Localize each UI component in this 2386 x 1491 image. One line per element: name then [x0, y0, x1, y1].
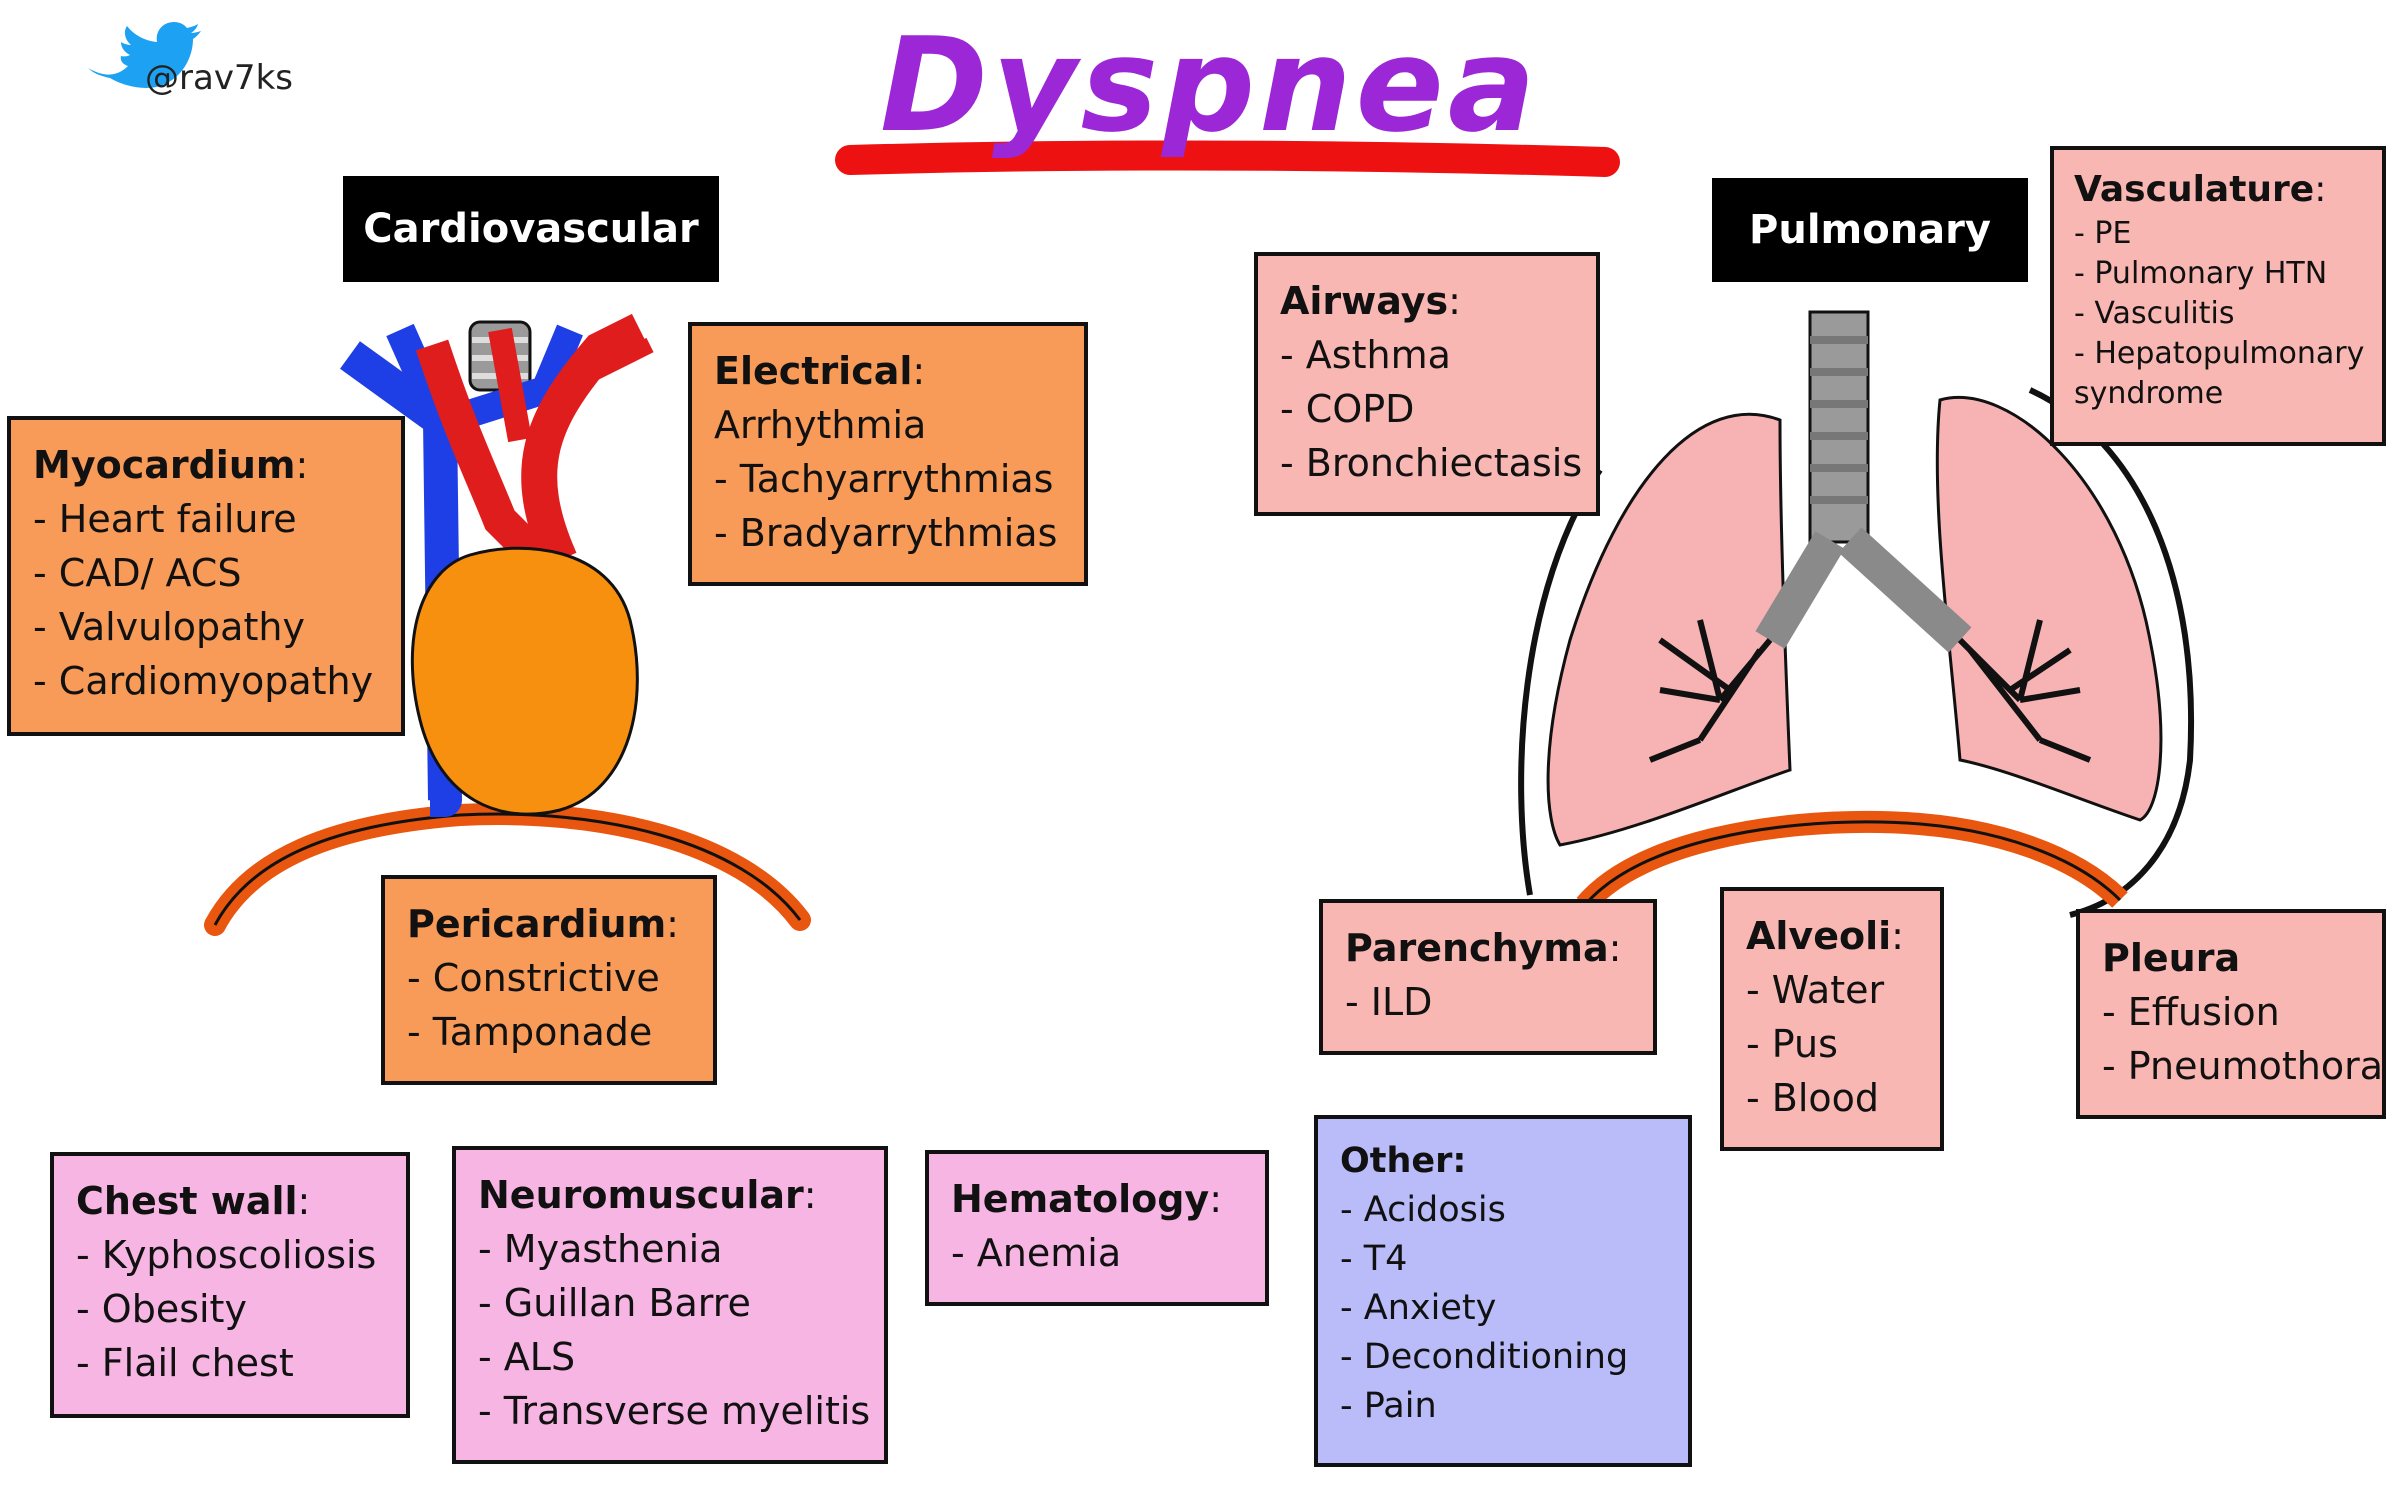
box-vasculature: Vasculature: - PE - Pulmonary HTN - Vasc… [2050, 146, 2386, 446]
other-item: - Acidosis [1340, 1190, 1506, 1230]
hematology-item: - Anemia [951, 1231, 1122, 1275]
myocardium-title: Myocardium: [33, 443, 309, 487]
neuromuscular-item: - Transverse myelitis [478, 1389, 871, 1433]
title-underline [835, 140, 1620, 177]
chest-wall-item: - Kyphoscoliosis [76, 1233, 377, 1277]
parenchyma-item: - ILD [1345, 980, 1433, 1024]
airways-title: Airways: [1280, 279, 1461, 323]
cardiovascular-header: Cardiovascular [343, 176, 719, 282]
pericardium-item: - Constrictive [407, 956, 660, 1000]
pleura-item: - Pneumothorax [2102, 1044, 2386, 1088]
hematology-title: Hematology: [951, 1177, 1223, 1221]
box-airways: Airways: - Asthma - COPD - Bronchiectasi… [1254, 252, 1600, 516]
vasculature-title: Vasculature: [2074, 169, 2327, 210]
box-chest-wall: Chest wall: - Kyphoscoliosis - Obesity -… [50, 1152, 410, 1418]
twitter-handle[interactable]: @rav7ks [145, 58, 293, 98]
vasculature-item: - Pulmonary HTN [2074, 256, 2328, 291]
other-item: - T4 [1340, 1239, 1408, 1279]
airways-item: - Bronchiectasis [1280, 441, 1583, 485]
lungs-illustration [1518, 310, 2195, 918]
parenchyma-title: Parenchyma: [1345, 926, 1622, 970]
myocardium-item: - CAD/ ACS [33, 551, 242, 595]
box-myocardium: Myocardium: - Heart failure - CAD/ ACS -… [7, 416, 405, 736]
pleura-title: Pleura [2102, 936, 2241, 980]
electrical-title: Electrical: [714, 349, 926, 393]
pulmonary-header: Pulmonary [1712, 178, 2028, 282]
chest-wall-title: Chest wall: [76, 1179, 311, 1223]
myocardium-item: - Heart failure [33, 497, 297, 541]
box-alveoli: Alveoli: - Water - Pus - Blood [1720, 887, 1944, 1151]
pericardium-title: Pericardium: [407, 902, 679, 946]
box-other: Other: - Acidosis - T4 - Anxiety - Decon… [1314, 1115, 1692, 1467]
electrical-item: - Tachyarrythmias [714, 457, 1054, 501]
vasculature-item: - PE [2074, 216, 2132, 251]
myocardium-item: - Cardiomyopathy [33, 659, 374, 703]
chest-wall-item: - Flail chest [76, 1341, 294, 1385]
vasculature-item: - Vasculitis [2074, 296, 2235, 331]
electrical-item: - Bradyarrythmias [714, 511, 1058, 555]
box-neuromuscular: Neuromuscular: - Myasthenia - Guillan Ba… [452, 1146, 888, 1464]
neuromuscular-item: - Guillan Barre [478, 1281, 751, 1325]
other-item: - Deconditioning [1340, 1337, 1629, 1377]
box-pleura: Pleura - Effusion - Pneumothorax [2076, 909, 2386, 1119]
vasculature-item: syndrome [2074, 376, 2224, 411]
neuromuscular-item: - Myasthenia [478, 1227, 723, 1271]
pericardium-item: - Tamponade [407, 1010, 653, 1054]
other-item: - Anxiety [1340, 1288, 1497, 1328]
other-item: - Pain [1340, 1386, 1437, 1426]
box-parenchyma: Parenchyma: - ILD [1319, 899, 1657, 1055]
alveoli-item: - Water [1746, 968, 1885, 1012]
alveoli-item: - Blood [1746, 1076, 1880, 1120]
myocardium-item: - Valvulopathy [33, 605, 305, 649]
alveoli-item: - Pus [1746, 1022, 1838, 1066]
neuromuscular-item: - ALS [478, 1335, 576, 1379]
chest-wall-item: - Obesity [76, 1287, 247, 1331]
box-hematology: Hematology: - Anemia [925, 1150, 1269, 1306]
other-title: Other: [1340, 1141, 1467, 1181]
pleura-item: - Effusion [2102, 990, 2280, 1034]
electrical-item: Arrhythmia [714, 403, 927, 447]
neuromuscular-title: Neuromuscular: [478, 1173, 817, 1217]
airways-item: - COPD [1280, 387, 1415, 431]
airways-item: - Asthma [1280, 333, 1451, 377]
vasculature-item: - Hepatopulmonary [2074, 336, 2365, 371]
heart-illustration [204, 313, 811, 936]
box-electrical: Electrical: Arrhythmia - Tachyarrythmias… [688, 322, 1088, 586]
box-pericardium: Pericardium: - Constrictive - Tamponade [381, 875, 717, 1085]
alveoli-title: Alveoli: [1746, 914, 1904, 958]
page-title: Dyspnea [880, 9, 1540, 161]
